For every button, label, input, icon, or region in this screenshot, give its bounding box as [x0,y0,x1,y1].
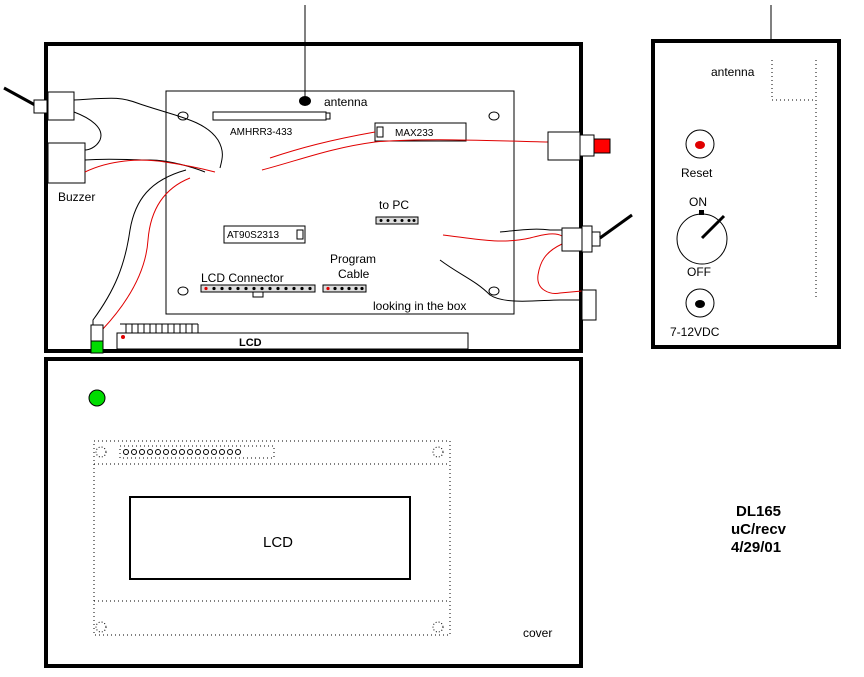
reset-label: Reset [681,166,713,180]
pc-jack-body [547,131,581,161]
pc-jack-red [593,138,611,154]
side-antenna-label: antenna [711,65,755,79]
at90s-notch [296,229,304,240]
buzzer [47,142,86,184]
lcd-strip-pin1 [121,335,125,339]
at90s-label: AT90S2313 [227,230,280,241]
antenna-jack-body [47,91,75,121]
to-pc-header [375,216,419,225]
program-header [322,284,367,293]
off-label: OFF [687,265,711,279]
mounting-hole [177,286,189,296]
cover-lcd-pins [123,449,241,455]
red-wires [84,131,583,340]
title-line-1: DL165 [736,503,781,520]
max233-label: MAX233 [395,128,434,139]
led-holder [90,324,104,342]
program-label: Program [330,252,376,266]
cover-label: cover [523,626,552,640]
main-box [44,42,583,353]
led-green-box [90,340,104,354]
lcd-strip [116,332,469,350]
amhrr-label: AMHRR3-433 [230,127,293,138]
at90s-chip [223,225,306,244]
switch-toggle [700,214,726,240]
cover-lcd-pinrow [119,445,275,459]
pcb-board [165,90,515,315]
cover-mount-holes [95,446,444,633]
power-label: 7-12VDC [670,325,720,339]
to-pc-pins [379,219,416,222]
lcd-connector [200,284,316,293]
antenna-label: antenna [324,95,368,109]
cover-lcd-outline [93,440,451,636]
cover-lcd-window [129,496,411,580]
antenna-jack [33,99,48,114]
pc-jack-nut [579,134,595,157]
cover-lcd-label: LCD [263,534,293,551]
buzzer-label: Buzzer [58,190,95,204]
amhrr-pin [325,112,331,120]
program-header-pins [326,286,364,291]
title-line-2: uC/recv [731,521,787,538]
max233-notch [376,126,384,138]
title-line-3: 4/29/01 [731,539,781,556]
power-jack-pin [695,300,705,308]
reset-led [695,141,705,149]
switch-stem [591,231,601,247]
cover-box [44,357,583,668]
black-wires [73,97,582,340]
switch-body [561,227,583,252]
lcd-strip-label: LCD [239,337,262,349]
mounting-hole [488,286,500,296]
switch-collar [581,225,593,253]
antenna-pad [299,96,311,106]
power-jack [581,289,597,321]
on-label: ON [689,195,707,209]
amhrr-module [212,111,327,121]
side-box [651,39,841,349]
lcd-connector-pins [204,286,312,291]
lcd-connector-key [252,291,264,298]
switch-notch [699,210,704,215]
cover-led-green [88,389,106,407]
looking-label: looking in the box [373,299,466,313]
to-pc-label: to PC [379,198,409,212]
switch-lever [599,213,633,240]
side-board-dotted [771,60,817,300]
lcd-strip-pins [120,323,199,333]
antenna-stub [3,86,36,107]
cable-label: Cable [338,267,370,281]
lcd-connector-label: LCD Connector [201,271,284,285]
mounting-hole [488,111,500,121]
